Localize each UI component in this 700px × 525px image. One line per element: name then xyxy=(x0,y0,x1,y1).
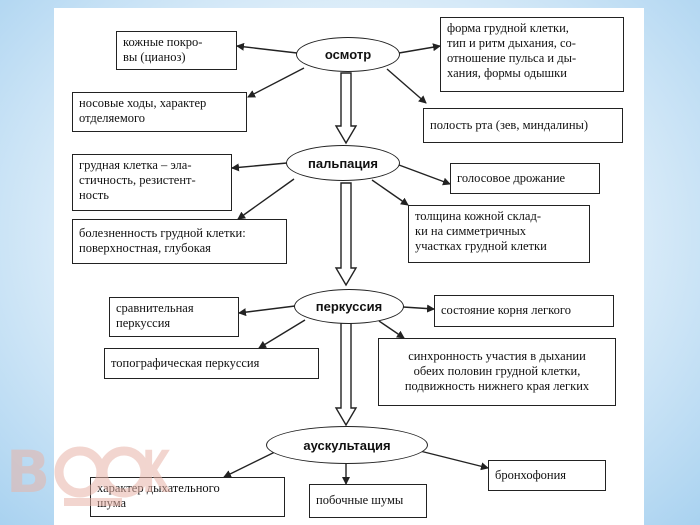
box-golosovoe-drozhanie: голосовое дрожание xyxy=(450,163,600,194)
box-pobochnye-shumy: побочные шумы xyxy=(309,484,427,518)
node-perkussiya: перкуссия xyxy=(294,289,404,324)
watermark-logo: B K xyxy=(6,438,171,506)
box-grudnaya-kletka: грудная клетка – эла- стичность, резисте… xyxy=(72,154,232,211)
hollow-arrow-3 xyxy=(334,322,358,427)
svg-text:K: K xyxy=(142,438,171,506)
box-polost-rta: полость рта (зев, миндалины) xyxy=(423,108,623,143)
slide: осмотр пальпация перкуссия аускультация … xyxy=(54,8,644,525)
arrow-palpaciya-bolezn xyxy=(237,178,295,220)
svg-text:B: B xyxy=(6,438,50,506)
box-sinhronnost: синхронность участия в дыхании обеих пол… xyxy=(378,338,616,406)
box-bronhofoniya: бронхофония xyxy=(488,460,606,491)
connector-layer xyxy=(223,42,489,485)
node-osmotr: осмотр xyxy=(296,37,400,72)
node-auskultaciya: аускультация xyxy=(266,426,428,464)
arrow-perkussiya-sinhronnost xyxy=(378,320,405,339)
arrow-perkussiya-sostoyanie xyxy=(402,304,435,313)
arrow-osmotr-forma xyxy=(398,43,441,54)
hollow-arrow-2 xyxy=(334,182,358,287)
arrow-osmotr-nosovye xyxy=(247,67,305,98)
arrow-palpaciya-golosovoe xyxy=(398,164,451,186)
box-sostoyanie-kornya: состояние корня легкого xyxy=(434,295,614,327)
arrow-palpaciya-grudnaya xyxy=(231,162,288,172)
box-forma-grudnoy-kletki: форма грудной клетки, тип и ритм дыхания… xyxy=(440,17,624,92)
box-kozhnye-pokrovy: кожные покро- вы (цианоз) xyxy=(116,31,237,70)
box-tolshchina-skladki: толщина кожной склад- ки на симметричных… xyxy=(408,205,590,263)
box-boleznennost: болезненность грудной клетки: поверхност… xyxy=(72,219,287,264)
watermark-stand xyxy=(64,498,122,506)
box-nosovye-hody: носовые ходы, характер отделяемого xyxy=(72,92,247,132)
hollow-arrow-1 xyxy=(334,72,358,145)
arrow-perkussiya-topograf xyxy=(258,319,306,349)
box-sravnitelnaya-perkussiya: сравнительная перкуссия xyxy=(109,297,239,337)
watermark-o-2 xyxy=(98,446,150,498)
watermark-o-1 xyxy=(54,446,106,498)
arrow-auskultaciya-harakter xyxy=(223,448,282,478)
arrow-perkussiya-sravnit xyxy=(238,305,296,317)
arrow-osmotr-kozhnye xyxy=(236,42,298,54)
arrow-osmotr-polost xyxy=(386,68,427,104)
arrow-palpaciya-tolshchina xyxy=(371,179,409,206)
box-topograficheskaya-perkussiya: топографическая перкуссия xyxy=(104,348,319,379)
node-palpaciya: пальпация xyxy=(286,145,400,181)
